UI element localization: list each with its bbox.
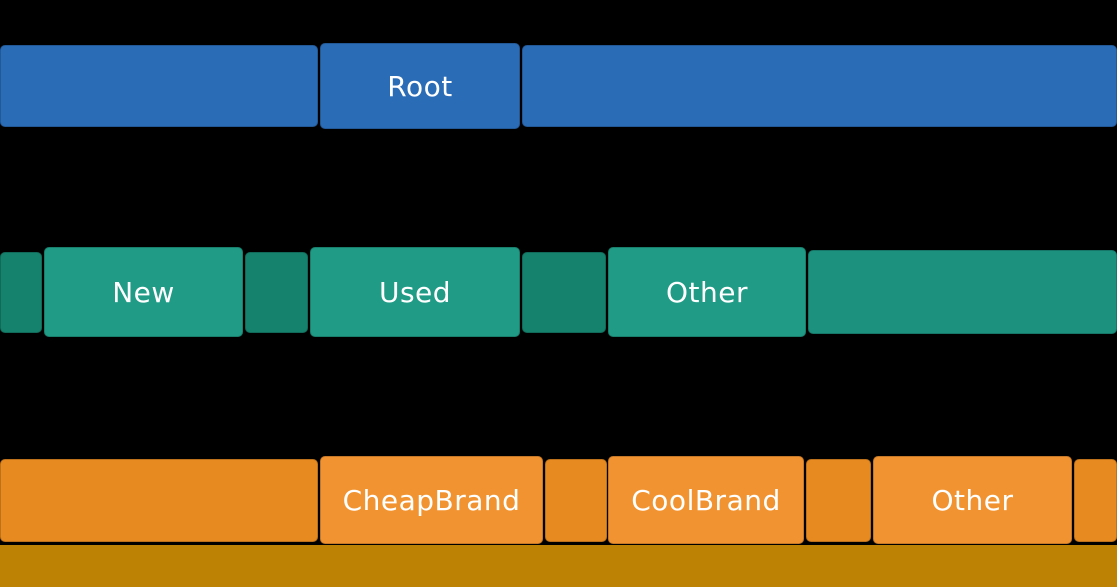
node-label-coolbrand: CoolBrand — [631, 483, 781, 517]
icicle-node-unlabeled[interactable] — [1074, 459, 1117, 542]
node-label-other-brand: Other — [931, 483, 1014, 517]
icicle-node-unlabeled[interactable] — [0, 45, 318, 127]
icicle-node-used[interactable]: Used — [310, 247, 520, 337]
icicle-node-unlabeled[interactable] — [522, 45, 1117, 127]
icicle-node-cheapbrand[interactable]: CheapBrand — [320, 456, 543, 544]
node-label-other-condition: Other — [665, 275, 748, 309]
icicle-node-unlabeled[interactable] — [545, 459, 607, 542]
icicle-node-unlabeled[interactable] — [0, 459, 318, 542]
node-label-root: Root — [387, 69, 453, 103]
icicle-node-unlabeled[interactable] — [0, 252, 42, 333]
icicle-node-unlabeled[interactable] — [806, 459, 871, 542]
icicle-node-coolbrand[interactable]: CoolBrand — [608, 456, 804, 544]
leaf-level-band[interactable] — [0, 545, 1117, 587]
icicle-node-unlabeled[interactable] — [808, 250, 1117, 334]
icicle-node-root[interactable]: Root — [320, 43, 520, 129]
icicle-node-other-brand[interactable]: Other — [873, 456, 1072, 544]
node-label-used: Used — [378, 275, 452, 309]
icicle-node-unlabeled[interactable] — [522, 252, 606, 333]
icicle-node-other-condition[interactable]: Other — [608, 247, 806, 337]
node-label-cheapbrand: CheapBrand — [342, 483, 521, 517]
node-label-new: New — [112, 275, 175, 309]
icicle-node-unlabeled[interactable] — [245, 252, 308, 333]
icicle-node-new[interactable]: New — [44, 247, 243, 337]
